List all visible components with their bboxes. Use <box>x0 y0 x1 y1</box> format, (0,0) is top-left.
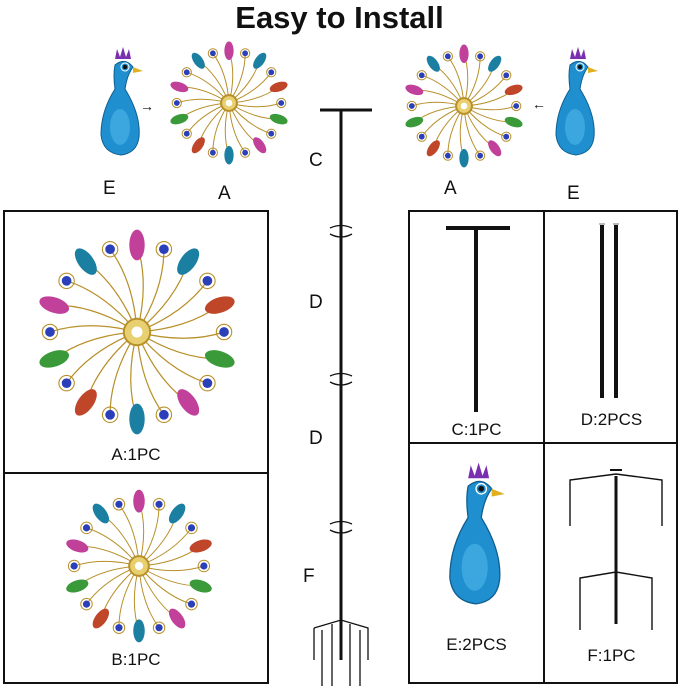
divider <box>543 210 545 684</box>
label-e-left: E <box>103 178 116 199</box>
label-c: C <box>309 150 323 171</box>
wheel-b-icon <box>66 489 212 643</box>
label-d-upper: D <box>309 292 323 313</box>
page-title: Easy to Install <box>235 0 444 35</box>
arrow-left-icon: ← <box>532 96 546 112</box>
caption-c: C:1PC <box>451 420 502 439</box>
peacock-head-icon <box>449 462 505 605</box>
label-d-lower: D <box>309 428 323 449</box>
wheel-a-icon <box>405 44 523 168</box>
caption-f: F:1PC <box>587 646 636 665</box>
peacock-head-icon <box>555 47 598 156</box>
wheel-a-icon <box>170 41 288 165</box>
label-a-left: A <box>218 183 231 204</box>
arrow-right-icon: → <box>140 98 154 114</box>
label-a-right: A <box>444 178 457 199</box>
caption-a: A:1PC <box>111 445 161 464</box>
label-e-right: E <box>567 183 580 204</box>
label-f: F <box>303 566 315 587</box>
caption-d: D:2PCS <box>580 410 643 429</box>
part-b-panel: B:1PC <box>3 472 269 684</box>
part-a-panel: A:1PC <box>3 210 269 474</box>
part-d-poles-icon <box>599 223 619 398</box>
divider <box>408 442 678 444</box>
caption-e: E:2PCS <box>446 635 507 654</box>
part-f-stake-icon <box>569 469 663 630</box>
peacock-head-icon <box>100 47 143 156</box>
assembled-pole <box>313 108 372 686</box>
wheel-a-icon <box>39 229 235 435</box>
caption-b: B:1PC <box>111 650 161 669</box>
part-c-tbar-icon <box>446 226 510 412</box>
